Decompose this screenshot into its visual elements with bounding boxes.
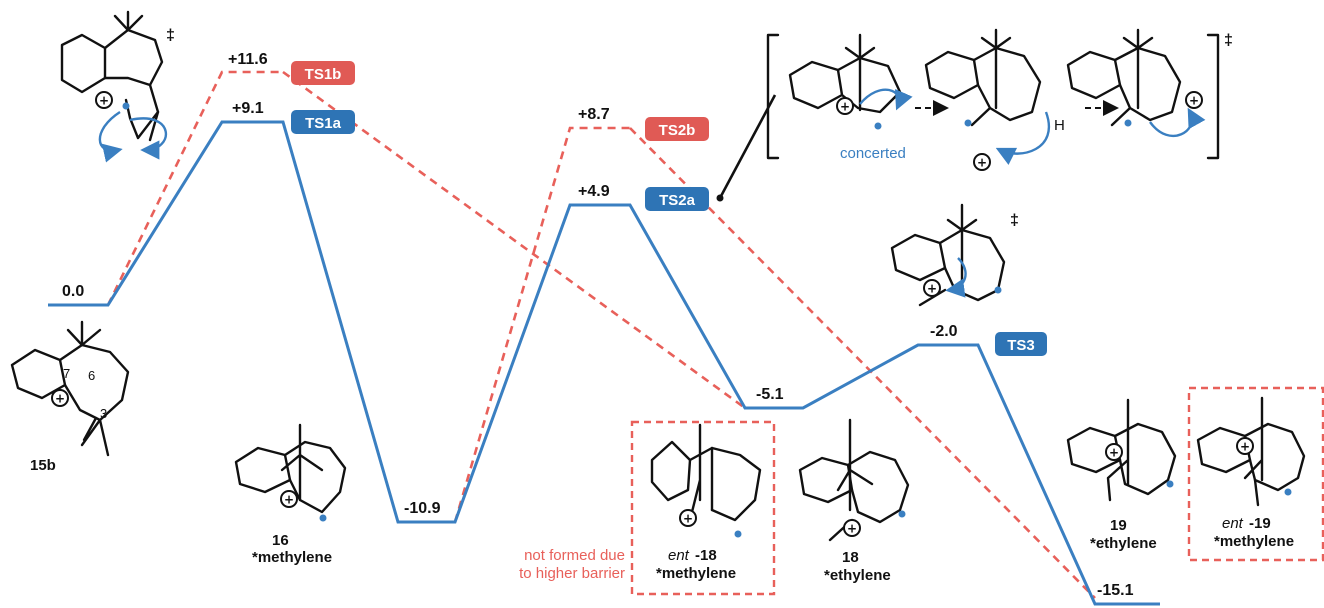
compound-label-19: 19 [1110, 517, 1127, 534]
compound-label-15b: 15b [30, 457, 56, 474]
molecule-ent19 [1196, 396, 1306, 507]
ts2a-connector-dot [716, 194, 724, 202]
blue-path-main [48, 120, 1160, 606]
compound-label-ent18-prefix: ent [668, 547, 690, 564]
red-path-ts1b-to-ent18 [282, 70, 746, 410]
red-path-16-to-ts2b [453, 126, 630, 523]
compound-sublabel-ent18: *methylene [656, 565, 736, 582]
note-not-formed-line1: not formed due [524, 547, 625, 564]
ts3-badge: TS3 [995, 332, 1047, 356]
ts1-double-dagger: ‡ [166, 27, 175, 44]
ts1a-badge-label: TS1a [305, 115, 342, 132]
molecule-ts1: ‡ [60, 10, 175, 163]
mechanism-double-dagger: ‡ [1224, 32, 1233, 49]
energy-label-19: -15.1 [1097, 582, 1134, 599]
compound-label-ent18-num: -18 [695, 547, 717, 564]
compound-label-ent19-prefix: ent [1222, 515, 1244, 532]
blue-pathway [48, 120, 1160, 606]
energy-label-ts1b: +11.6 [228, 51, 268, 68]
compound-sublabel-ent19: *methylene [1214, 533, 1294, 550]
energy-label-ts3: -2.0 [930, 323, 958, 340]
ts2b-badge: TS2b [645, 117, 709, 141]
ts1b-badge: TS1b [291, 61, 355, 85]
compound-sublabel-16: *methylene [252, 549, 332, 566]
energy-label-ts1a: +9.1 [232, 100, 264, 117]
energy-label-16: -10.9 [404, 500, 441, 517]
molecule-ts3: ‡ [890, 203, 1019, 307]
hydrogen-label: H [1054, 117, 1065, 134]
ent18-dashed-box [630, 420, 776, 596]
ts1a-badge: TS1a [291, 110, 355, 134]
energy-label-15b: 0.0 [62, 283, 84, 300]
molecule-19 [1066, 398, 1177, 502]
note-not-formed-line2: to higher barrier [519, 565, 625, 582]
ts2a-badge: TS2a [645, 187, 709, 211]
red-pathway [106, 70, 1096, 599]
energy-label-18: -5.1 [756, 386, 784, 403]
mechanism-structure-1 [788, 33, 913, 130]
mechanism-structure-3 [1066, 28, 1206, 137]
molecule-15b: 7 6 3 [10, 320, 130, 457]
mechanism-structure-2: H [924, 28, 1065, 171]
ts3-double-dagger: ‡ [1010, 212, 1019, 229]
compound-sublabel-19: *ethylene [1090, 535, 1157, 552]
compound-label-18: 18 [842, 549, 859, 566]
molecule-ent18 [650, 423, 762, 538]
atom-label-6: 6 [88, 368, 95, 383]
mechanism-bracket: ‡ concerted H [766, 28, 1233, 171]
ts1b-badge-label: TS1b [305, 66, 342, 83]
energy-label-ts2b: +8.7 [578, 106, 610, 123]
energy-label-ts2a: +4.9 [578, 183, 610, 200]
molecule-16 [234, 423, 347, 522]
compound-sublabel-18: *ethylene [824, 567, 891, 584]
concerted-label: concerted [840, 145, 906, 162]
ts3-badge-label: TS3 [1007, 337, 1035, 354]
red-path-to-ts1b [106, 70, 283, 306]
red-path-ts2b-to-ent19 [629, 127, 1096, 599]
atom-label-3: 3 [100, 406, 107, 421]
ts2b-badge-label: TS2b [659, 122, 696, 139]
ts2a-badge-label: TS2a [659, 192, 696, 209]
compound-label-16: 16 [272, 532, 289, 549]
atom-label-7: 7 [63, 366, 70, 381]
ent19-dashed-box [1187, 386, 1324, 562]
compound-label-ent19-num: -19 [1249, 515, 1271, 532]
ts2a-connector-line [718, 94, 777, 199]
molecule-18 [798, 418, 910, 542]
